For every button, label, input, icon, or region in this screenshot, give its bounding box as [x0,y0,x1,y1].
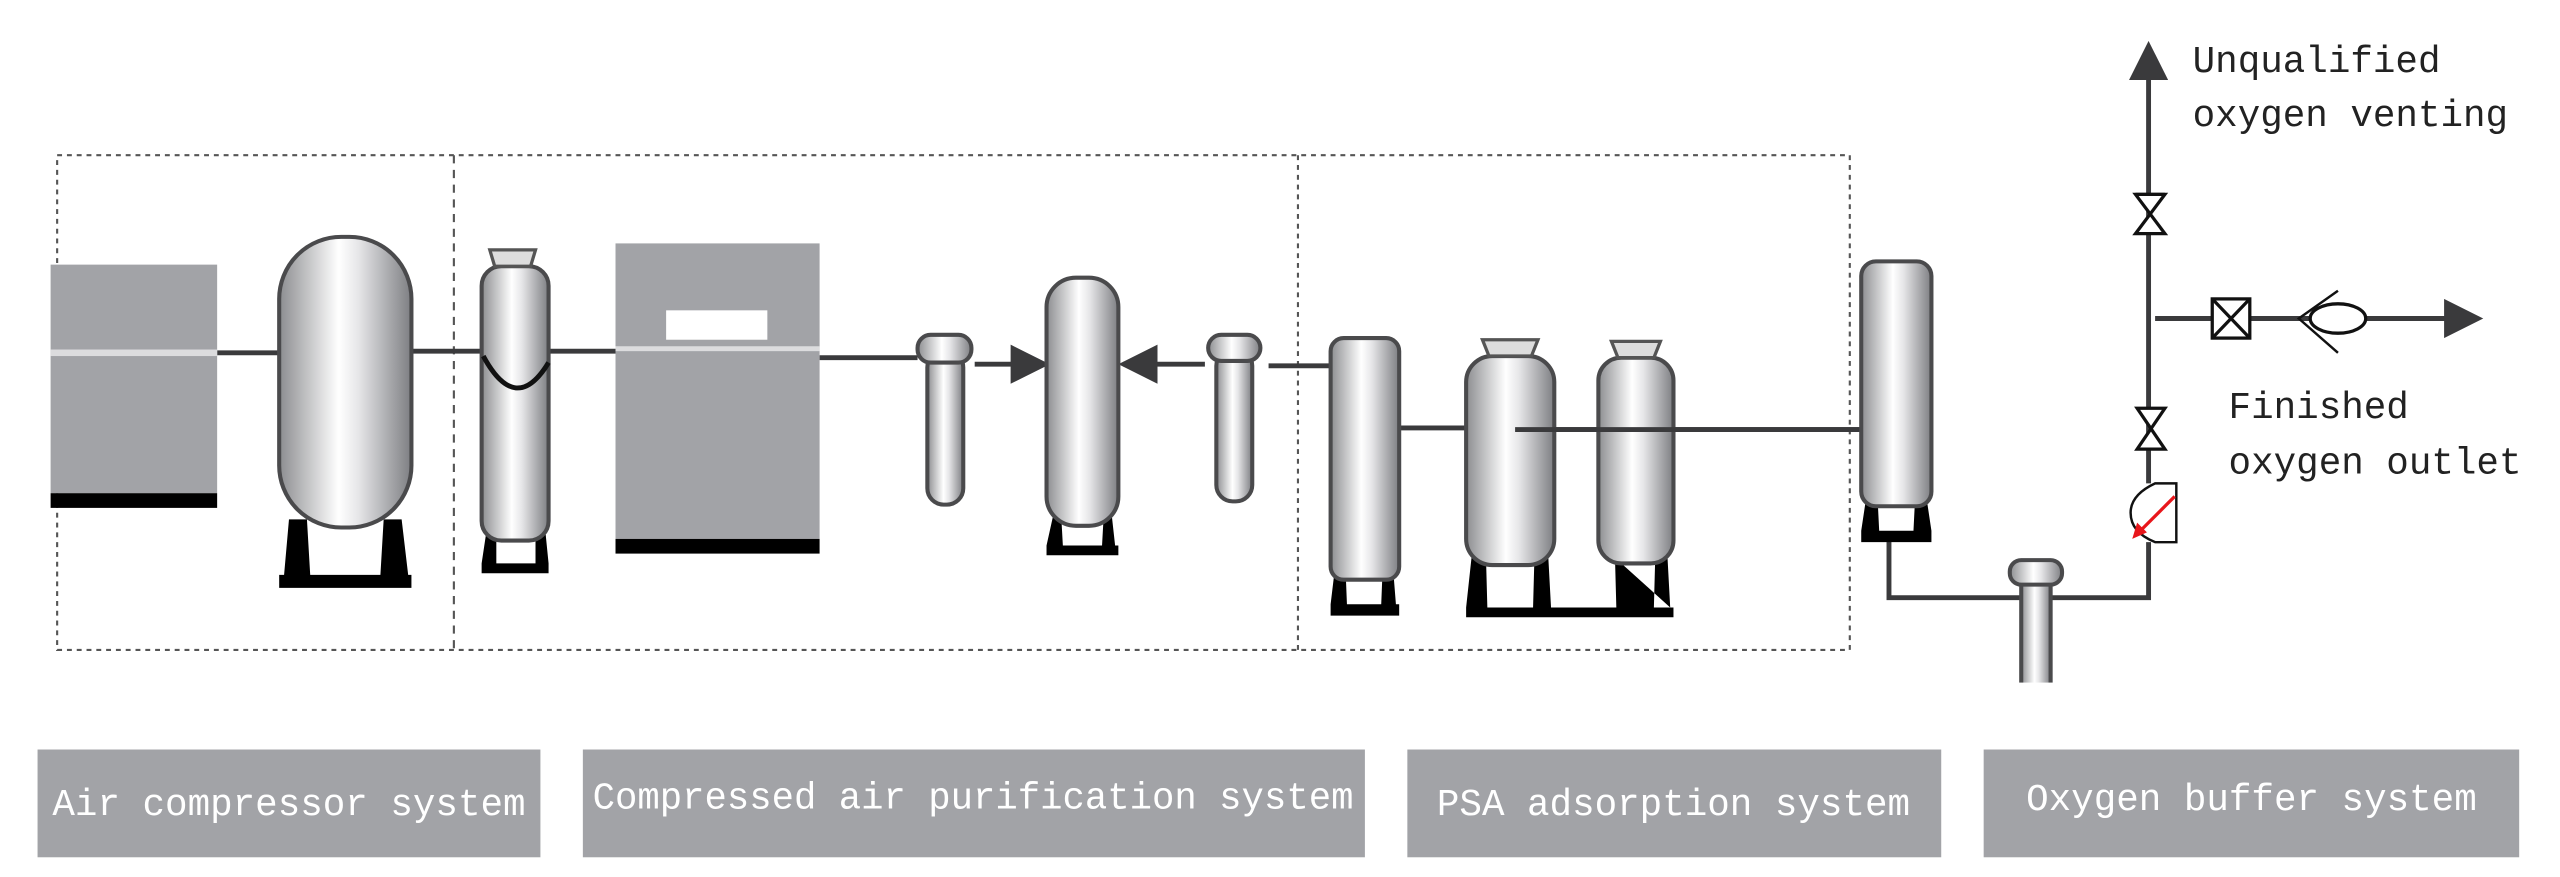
filter-1 [915,332,974,507]
psa-tower-2 [1464,338,1674,618]
filter-2 [1206,332,1263,504]
finished-label-line1: Finished [2229,388,2409,430]
psa-tower-3 [1596,339,1676,608]
air-tank-2 [1044,275,1121,556]
system-label-air-compressor: Air compressor system [37,749,541,858]
air-compressor [50,264,218,508]
check-valve-icon [2296,289,2368,354]
refrigerated-dryer [615,243,820,554]
system-boundaries [56,154,1851,651]
system-label-psa: PSA adsorption system [1407,749,1942,858]
svg-text:PSA adsorption system: PSA adsorption system [1437,785,1910,827]
pre-filter-cylinder [479,248,551,574]
horizontal-valve-icon [2210,297,2252,340]
unqualified-label-line2: oxygen venting [2193,96,2508,138]
air-receiver-tank [277,234,414,588]
svg-text:Compressed air purification sy: Compressed air purification system [593,778,1354,820]
finished-label-line2: oxygen outlet [2229,444,2522,486]
svg-text:Oxygen buffer system: Oxygen buffer system [2026,780,2477,822]
outlet-valve-icon [2134,406,2168,451]
svg-text:Air compressor system: Air compressor system [52,785,525,827]
psa-tower-1 [1328,336,1402,616]
pressure-gauge-icon [2129,482,2178,544]
system-label-oxygen-buffer: Oxygen buffer system [1983,749,2520,858]
system-label-purification: Compressed air purification system [582,749,1365,858]
vent-valve-icon [2132,192,2169,236]
oxygen-buffer-tank [1859,259,1934,543]
unqualified-label-line1: Unqualified [2193,42,2441,84]
oxygen-filter [2007,558,2067,699]
